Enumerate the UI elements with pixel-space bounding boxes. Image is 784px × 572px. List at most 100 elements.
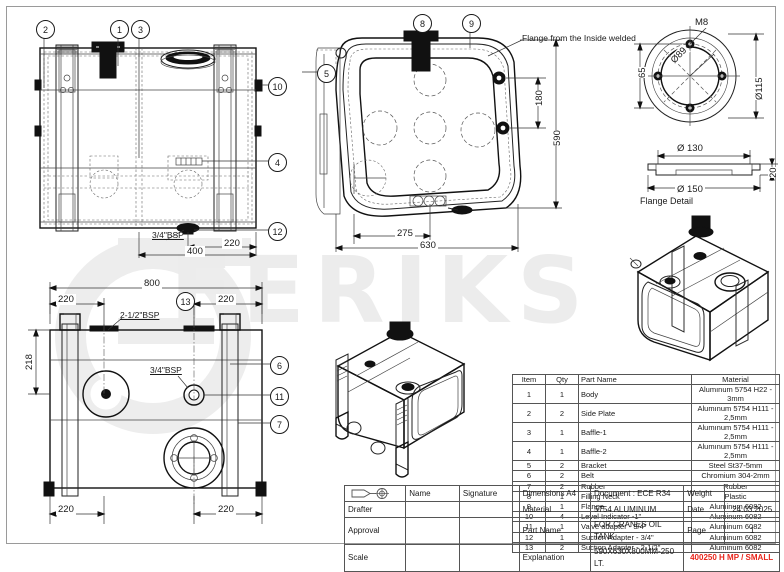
cell-qty: 1 xyxy=(545,422,579,443)
field-explanation-label: Explanation xyxy=(518,544,592,572)
cell-item: 3 xyxy=(512,422,546,443)
view-isometric-right xyxy=(596,215,784,373)
balloon-5: 5 xyxy=(317,64,336,83)
balloon-2: 2 xyxy=(36,20,55,39)
flange-detail-title: Flange Detail xyxy=(640,196,694,206)
dim-side-590: 590 xyxy=(552,130,563,146)
cell-item: 2 xyxy=(512,403,546,424)
balloon-1: 1 xyxy=(110,20,129,39)
dim-top-220-br: 220 xyxy=(216,504,236,515)
dim-front-220: 220 xyxy=(222,238,242,249)
value-weight xyxy=(724,485,780,502)
balloon-12: 12 xyxy=(268,222,287,241)
cell-part-name: Body xyxy=(578,384,692,405)
balloon-10: 10 xyxy=(268,77,287,96)
approval-name-field[interactable] xyxy=(405,517,460,545)
scale-signature-field[interactable] xyxy=(458,544,520,572)
balloon-6: 6 xyxy=(270,356,289,375)
drawing-sheet: FERIKS xyxy=(6,6,784,572)
view-front xyxy=(16,18,296,258)
value-partname: FOR CRANES OIL TANK xyxy=(590,517,685,545)
dim-flange-65: 65 xyxy=(637,67,648,78)
view-top xyxy=(16,268,296,538)
approval-signature-field[interactable] xyxy=(458,517,520,545)
view-isometric-left xyxy=(296,321,506,485)
header-material: Material xyxy=(691,373,780,386)
title-block: Name Signature Dimensions A4 Document : … xyxy=(343,485,780,572)
value-document: Document : ECE R34 xyxy=(590,485,685,502)
note-flange-welded: Flange from the Inside welded xyxy=(522,33,636,43)
dim-top-220-right: 220 xyxy=(216,294,236,305)
view-side xyxy=(302,18,580,258)
title-block-row-scale: Scale Explanation 590X630X800MM-250 LT. … xyxy=(343,544,780,572)
note-top-bsp-212: 2-1/2"BSP xyxy=(120,310,160,320)
dim-flange-d130: Ø 130 xyxy=(675,143,705,154)
cell-part-name: Baffle-1 xyxy=(578,422,692,443)
value-material: 5754 ALUMINUM xyxy=(590,501,685,518)
value-explanation: 590X630X800MM-250 LT. xyxy=(590,544,685,572)
cell-item: 5 xyxy=(512,460,546,472)
value-page: 1 xyxy=(724,517,780,545)
dim-top-220-left: 220 xyxy=(56,294,76,305)
field-page-label: Page xyxy=(683,517,726,545)
cell-material: Alumınum 5754 H111 - 2,5mm xyxy=(691,403,780,424)
dim-flange-m8: M8 xyxy=(693,17,711,28)
dim-top-220-bl: 220 xyxy=(56,504,76,515)
balloon-7: 7 xyxy=(270,415,289,434)
cell-material: Alumınum 5754 H111 - 2,5mm xyxy=(691,441,780,462)
cell-material: Alumınum 5754 H22 - 3mm xyxy=(691,384,780,405)
field-dimensions-label: Dimensions A4 xyxy=(518,485,592,502)
value-product-code: 400250 H MP / SMALL xyxy=(683,544,780,572)
dim-flange-20: 20 xyxy=(768,167,779,178)
cell-part-name: Belt xyxy=(578,470,692,482)
field-material-label: Material xyxy=(518,501,592,518)
cell-part-name: Baffle-2 xyxy=(578,441,692,462)
header-qty: Qty xyxy=(545,373,579,386)
title-block-row-drafter: Drafter Material 5754 ALUMINUM Date 24.0… xyxy=(343,501,780,518)
cell-item: 4 xyxy=(512,441,546,462)
balloon-3: 3 xyxy=(131,20,150,39)
view-flange-top xyxy=(630,20,780,140)
drafter-name-field[interactable] xyxy=(405,501,460,518)
title-block-row-approval: Approval Part Name FOR CRANES OIL TANK P… xyxy=(343,517,780,545)
drafter-signature-field[interactable] xyxy=(458,501,520,518)
cell-qty: 2 xyxy=(545,403,579,424)
parts-table-header-row: Item Qty Part Name Material xyxy=(512,373,780,386)
dim-side-275: 275 xyxy=(395,228,415,239)
cell-material: Alumınum 5754 H111 - 2,5mm xyxy=(691,422,780,443)
cell-material: Steel St37-5mm xyxy=(691,460,780,472)
first-angle-projection-icon xyxy=(343,485,407,502)
note-top-bsp-34: 3/4"BSP xyxy=(150,365,182,375)
field-date-label: Date xyxy=(683,501,726,518)
balloon-13: 13 xyxy=(176,292,195,311)
dim-top-800: 800 xyxy=(142,278,162,289)
balloon-4: 4 xyxy=(268,153,287,172)
header-part-name: Part Name xyxy=(578,373,692,386)
cell-qty: 2 xyxy=(545,470,579,482)
cell-material: Chromium 304-2mm xyxy=(691,470,780,482)
balloon-11: 11 xyxy=(270,387,289,406)
header-item: Item xyxy=(512,373,546,386)
cell-item: 6 xyxy=(512,470,546,482)
cell-qty: 2 xyxy=(545,460,579,472)
balloon-8: 8 xyxy=(413,14,432,33)
title-block-row-header: Name Signature Dimensions A4 Document : … xyxy=(343,485,780,502)
cell-part-name: Bracket xyxy=(578,460,692,472)
row-drafter-label: Drafter xyxy=(343,501,407,518)
value-date: 24.03.2025 xyxy=(724,501,780,518)
cell-item: 1 xyxy=(512,384,546,405)
cell-qty: 1 xyxy=(545,441,579,462)
dim-side-630: 630 xyxy=(418,240,438,251)
scale-name-field[interactable] xyxy=(405,544,460,572)
col-name-label: Name xyxy=(405,485,460,502)
field-weight-label: Weight xyxy=(683,485,726,502)
cell-qty: 1 xyxy=(545,384,579,405)
dim-front-400: 400 xyxy=(185,246,205,257)
dim-flange-d150: Ø 150 xyxy=(675,184,705,195)
note-front-bsp: 3/4"BSP xyxy=(152,230,184,240)
